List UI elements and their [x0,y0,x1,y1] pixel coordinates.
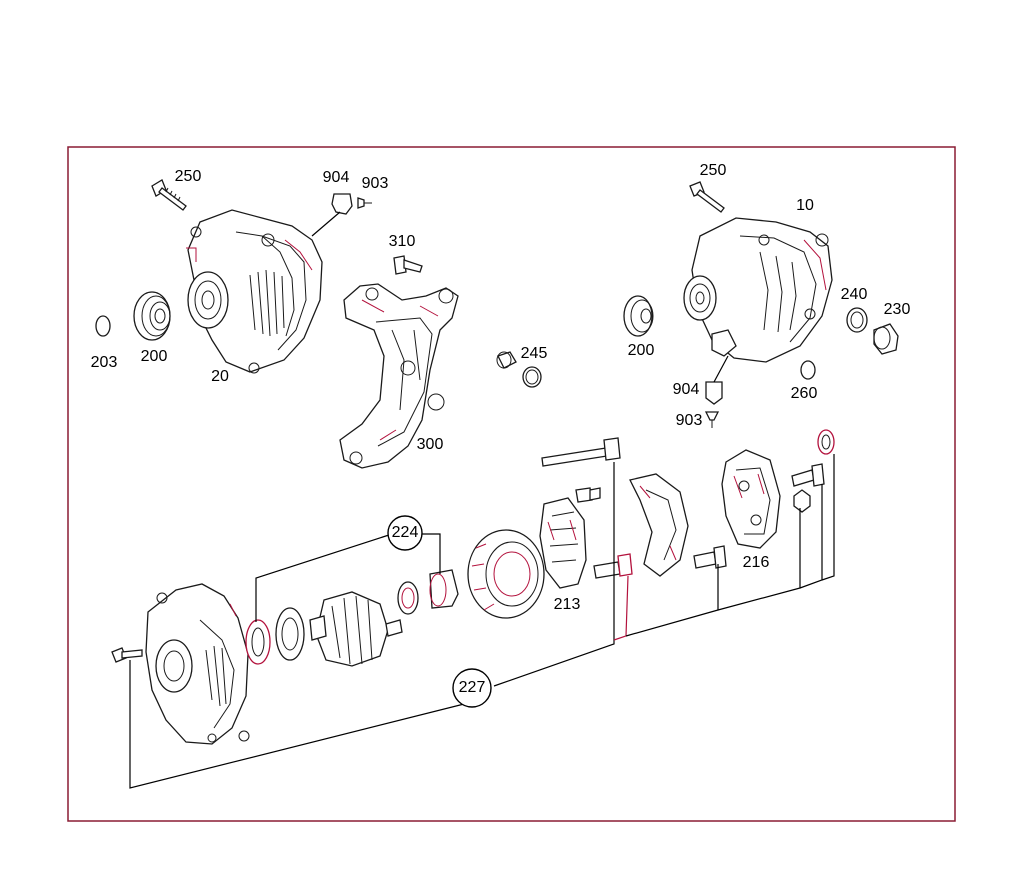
callout-224: 224 [387,515,423,551]
label-227: 227 [459,679,486,696]
pulley-200-left[interactable] [133,291,171,341]
screw-903-top[interactable] [357,197,372,209]
plug-230[interactable] [873,323,899,355]
screw-903-right[interactable] [704,411,720,428]
label-20: 20 [211,368,229,385]
retainer-plate[interactable] [275,607,305,661]
bolt-250-right[interactable] [689,181,725,213]
label-200-right: 200 [628,342,655,359]
label-310: 310 [389,233,416,250]
label-250-right: 250 [700,162,727,179]
rear-cover-216[interactable] [721,449,781,549]
drive-end-housing[interactable] [145,583,250,745]
label-230: 230 [884,301,911,318]
label-260: 260 [791,385,818,402]
label-250-left: 250 [175,168,202,185]
label-300: 300 [417,436,444,453]
bearing-ring[interactable] [245,619,271,665]
screw-mid[interactable] [593,553,633,579]
screw-227-left[interactable] [111,647,143,663]
label-904-right: 904 [673,381,700,398]
label-203: 203 [91,354,118,371]
cap-203[interactable] [95,315,111,337]
label-903-top: 903 [362,175,389,192]
nut-rear[interactable] [793,489,811,513]
stator[interactable] [467,529,545,619]
bracket-300[interactable] [339,283,459,469]
connector-904-right[interactable] [705,381,723,405]
cap-260[interactable] [800,360,816,380]
screw-small-upper[interactable] [575,487,601,503]
pulley-200-right[interactable] [623,295,654,337]
screw-rear[interactable] [791,463,825,487]
callout-227: 227 [452,668,492,708]
bolt-310[interactable] [393,255,423,275]
label-904-top: 904 [323,169,350,186]
label-245: 245 [521,345,548,362]
label-240: 240 [841,286,868,303]
diagram-frame [67,146,956,822]
label-200-left: 200 [141,348,168,365]
label-903-right: 903 [676,412,703,429]
rotor[interactable] [309,591,403,667]
connector-904-top[interactable] [331,193,353,215]
bearing-224-b[interactable] [429,569,459,609]
alternator-assembly-left[interactable] [186,209,323,374]
bolt-250-left[interactable] [151,179,187,211]
alternator-assembly-right[interactable] [683,217,833,363]
label-10: 10 [796,197,814,214]
screw-216-lower[interactable] [693,545,727,569]
label-216: 216 [743,554,770,571]
seal-ring-240[interactable] [846,307,868,333]
brush-holder[interactable] [629,473,689,577]
through-bolt[interactable] [541,437,621,467]
label-213: 213 [554,596,581,613]
seal-ring-245[interactable] [522,366,542,388]
cap-rear[interactable] [817,429,835,455]
plug-245[interactable] [496,351,517,369]
bearing-224-a[interactable] [397,581,419,615]
label-224: 224 [392,524,419,541]
rectifier-213[interactable] [539,497,587,589]
